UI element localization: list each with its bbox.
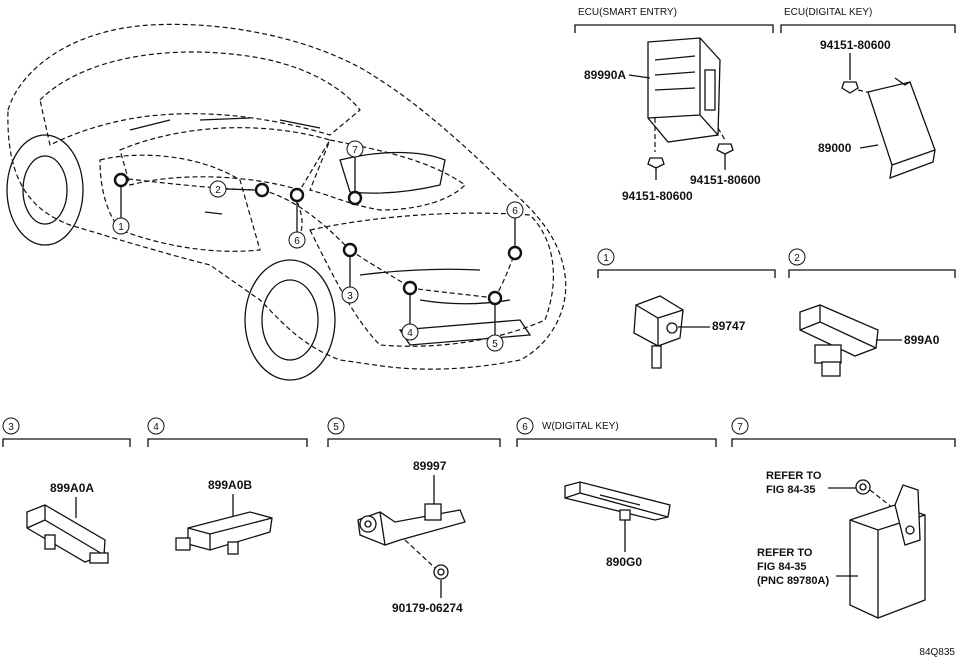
group-header: ECU(DIGITAL KEY) — [784, 7, 872, 18]
bolt-icon — [647, 157, 665, 180]
smart-entry-ecu-shape — [647, 37, 726, 152]
group-marker: 7 — [737, 422, 743, 433]
part-number: 899A0B — [208, 478, 252, 492]
car-marker-label: 7 — [352, 145, 358, 156]
antenna-899a0b-shape — [175, 511, 273, 555]
group-digital-key: ECU(DIGITAL KEY) 94151-80600 89000 — [780, 7, 956, 179]
sensor-89997-shape — [357, 503, 466, 546]
antenna-899a0-shape — [799, 304, 879, 377]
group-3: 3 899A0A — [2, 417, 131, 564]
group-5: 5 89997 90179-06274 — [327, 417, 501, 615]
car-marker-label: 6 — [294, 236, 300, 247]
group-marker: 2 — [794, 253, 800, 264]
group-marker: 5 — [333, 422, 339, 433]
group-marker: 1 — [603, 253, 609, 264]
refer-note: REFER TO — [757, 547, 813, 559]
group-2: 2 899A0 — [788, 248, 956, 377]
part-number: 899A0A — [50, 481, 94, 495]
antenna-899a0a-shape — [26, 504, 109, 564]
group-header: ECU(SMART ENTRY) — [578, 7, 677, 18]
car-marker-3: 3 — [341, 242, 359, 304]
sensor-89747-shape — [633, 295, 684, 369]
part-number: 890G0 — [606, 555, 642, 569]
bolt-icon — [716, 143, 734, 170]
group-4: 4 899A0B — [147, 417, 308, 555]
car-marker-5: 5 — [486, 290, 504, 352]
bolt-icon — [841, 81, 859, 94]
car-marker-6a: 6 — [288, 187, 306, 249]
car-marker-label: 5 — [492, 339, 498, 350]
car-marker-2: 2 — [209, 180, 270, 198]
car-marker-4: 4 — [401, 280, 419, 341]
part-number: 89997 — [413, 459, 447, 473]
bolt-icon — [855, 479, 871, 495]
group-marker: 6 — [522, 422, 528, 433]
part-number: 94151-80600 — [820, 38, 891, 52]
car-marker-6b: 6 — [506, 201, 524, 261]
car-marker-label: 2 — [215, 185, 221, 196]
part-number: 90179-06274 — [392, 601, 463, 615]
refer-note: (PNC 89780A) — [757, 575, 829, 587]
part-number: 89000 — [818, 141, 852, 155]
part-number: 899A0 — [904, 333, 940, 347]
car-marker-label: 1 — [118, 222, 124, 233]
group-1: 1 89747 — [597, 248, 776, 369]
car-marker-7: 7 — [346, 140, 364, 206]
part-number: 94151-80600 — [690, 173, 761, 187]
group-marker: 4 — [153, 422, 159, 433]
car-illustration — [6, 23, 567, 381]
group-6: 6 W(DIGITAL KEY) 890G0 — [516, 417, 717, 569]
refer-note: FIG 84-35 — [757, 561, 807, 573]
group-7: 7 REFER TO FIG 84-35 REFER TO FIG 84-35 … — [731, 417, 956, 619]
car-marker-1: 1 — [112, 172, 130, 235]
part-number: 89747 — [712, 319, 746, 333]
group-marker: 3 — [8, 422, 14, 433]
group-header: W(DIGITAL KEY) — [542, 421, 619, 432]
refer-note: REFER TO — [766, 470, 822, 482]
digital-key-ecu-shape — [867, 77, 936, 179]
car-marker-label: 3 — [347, 291, 353, 302]
part-number: 89990A — [584, 68, 626, 82]
diagram-code: 84Q835 — [919, 647, 955, 658]
car-marker-label: 4 — [407, 328, 413, 339]
refer-note: FIG 84-35 — [766, 484, 816, 496]
module-shape — [849, 484, 926, 619]
part-number: 94151-80600 — [622, 189, 693, 203]
bolt-icon — [433, 564, 449, 580]
car-marker-label: 6 — [512, 206, 518, 217]
group-smart-entry: ECU(SMART ENTRY) 89990A 94151-80600 9415… — [574, 7, 774, 203]
antenna-890g0-shape — [564, 481, 671, 521]
